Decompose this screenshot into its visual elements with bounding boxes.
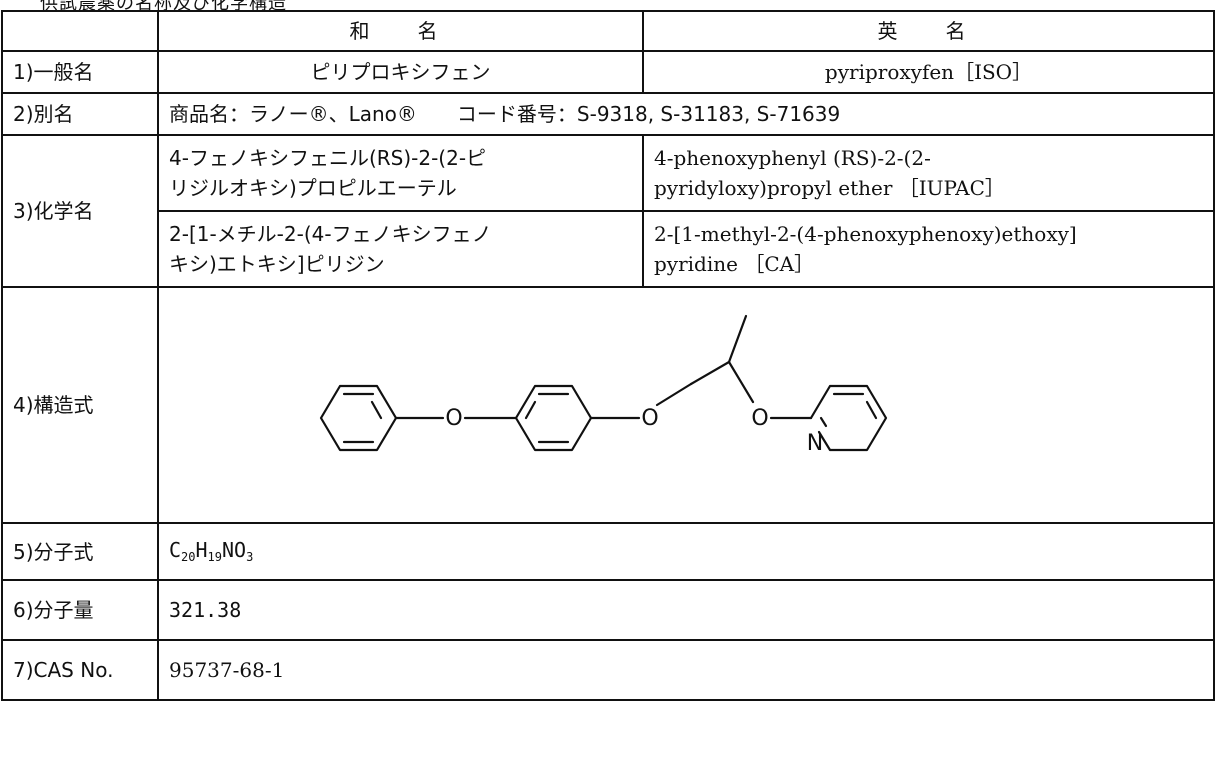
document-title: 供試農薬の名称及び化学構造 — [40, 0, 287, 10]
other-names-label: 2)別名 — [1, 92, 159, 136]
phenyl-ring-1 — [319, 384, 398, 452]
common-name-row: 1)一般名 ピリプロキシフェン pyriproxyfen［ISO］ — [1, 50, 1215, 94]
cas-number-value: 95737-68-1 — [157, 639, 1215, 701]
cas-number-row: 7)CAS No. 95737-68-1 — [1, 639, 1215, 701]
formula-carbon-count: 20 — [181, 550, 196, 564]
common-name-ja: ピリプロキシフェン — [157, 50, 644, 94]
molecular-weight-value: 321.38 — [157, 579, 1215, 641]
formula-nitrogen-oxygen: NO — [222, 538, 247, 562]
phenylene-ring-2 — [514, 384, 593, 452]
structure-cell: O O O — [157, 286, 1215, 524]
common-name-en: pyriproxyfen［ISO］ — [642, 50, 1215, 94]
molecular-weight-label: 6)分子量 — [1, 579, 159, 641]
iupac-name-en: 4-phenoxyphenyl (RS)-2-(2- pyridyloxy)pr… — [642, 134, 1215, 212]
iupac-name-ja-line2: リジルオキシ)プロピルエーテル — [169, 176, 457, 200]
ca-name-row: 2-[1-メチル-2-(4-フェノキシフェノ キシ)エトキシ]ピリジン 2-[1… — [2, 210, 1215, 288]
pyridine-ring — [809, 384, 888, 452]
ca-name-ja-line1: 2-[1-メチル-2-(4-フェノキシフェノ — [169, 222, 492, 246]
ca-name-en-line1: 2-[1-methyl-2-(4-phenoxyphenoxy)ethoxy] — [654, 222, 1077, 246]
pesticide-info-table: 和 名 英 名 1)一般名 ピリプロキシフェン pyriproxyfen［ISO… — [1, 10, 1215, 701]
other-names-value: 商品名：ラノー®、Lano® コード番号：S-9318, S-31183, S-… — [157, 92, 1215, 136]
cas-number-label: 7)CAS No. — [1, 639, 159, 701]
oxygen-atom-3: O — [751, 406, 768, 431]
common-name-label: 1)一般名 — [1, 50, 159, 94]
molecular-weight-row: 6)分子量 321.38 — [1, 579, 1215, 641]
formula-carbon: C — [169, 538, 182, 562]
ca-name-ja-line2: キシ)エトキシ]ピリジン — [169, 252, 385, 276]
chemical-name-label: 3)化学名 — [1, 134, 159, 288]
structure-row: 4)構造式 O — [1, 286, 1215, 524]
iupac-name-en-line2: pyridyloxy)propyl ether ［IUPAC］ — [654, 176, 1005, 200]
molecular-formula-value: C20H19NO3 — [157, 522, 1215, 581]
iupac-name-ja: 4-フェノキシフェニル(RS)-2-(2-ピ リジルオキシ)プロピルエーテル — [157, 134, 644, 212]
oxygen-atom-2: O — [641, 406, 658, 431]
structure-label: 4)構造式 — [1, 286, 159, 524]
english-name-header: 英 名 — [642, 10, 1215, 52]
japanese-name-header: 和 名 — [157, 10, 644, 52]
other-names-row: 2)別名 商品名：ラノー®、Lano® コード番号：S-9318, S-3118… — [1, 92, 1215, 136]
ca-name-en-line2: pyridine ［CA］ — [654, 252, 815, 276]
ca-name-en: 2-[1-methyl-2-(4-phenoxyphenoxy)ethoxy] … — [642, 210, 1215, 288]
iupac-name-ja-line1: 4-フェノキシフェニル(RS)-2-(2-ピ — [169, 146, 487, 170]
ca-name-ja: 2-[1-メチル-2-(4-フェノキシフェノ キシ)エトキシ]ピリジン — [157, 210, 644, 288]
nitrogen-atom: N — [807, 431, 823, 456]
molecular-formula-label: 5)分子式 — [1, 522, 159, 581]
molecular-formula-row: 5)分子式 C20H19NO3 — [1, 522, 1215, 581]
formula-hydrogen: H — [195, 538, 208, 562]
chemical-structure-diagram: O O O — [319, 314, 888, 456]
iupac-name-en-line1: 4-phenoxyphenyl (RS)-2-(2- — [654, 146, 931, 170]
oxygen-atom-1: O — [445, 406, 462, 431]
document-header: 供試農薬の名称及び化学構造 — [0, 0, 1215, 10]
formula-hydrogen-count: 19 — [207, 550, 222, 564]
table-header-row: 和 名 英 名 — [1, 10, 1215, 52]
iupac-name-row: 3)化学名 4-フェノキシフェニル(RS)-2-(2-ピ リジルオキシ)プロピル… — [1, 134, 1215, 288]
header-empty-cell — [1, 10, 159, 52]
propyl-chain — [655, 314, 755, 407]
formula-oxygen-count: 3 — [246, 550, 254, 564]
